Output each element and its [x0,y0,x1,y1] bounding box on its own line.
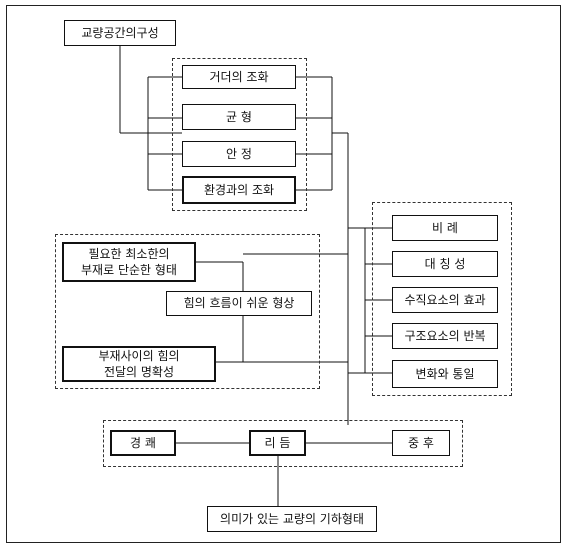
harmony-item: 거더의 조화 [182,65,296,89]
proportion-item: 대 칭 성 [392,251,498,277]
proportion-item: 비 례 [392,215,498,241]
bottom-node: 의미가 있는 교량의 기하형태 [207,506,377,532]
force-transfer-box: 부재사이의 힘의 전달의 명확성 [62,346,216,382]
harmony-item: 안 정 [182,141,296,167]
harmony-item: 균 형 [182,104,296,130]
structure-group [55,234,320,389]
harmony-group [172,58,307,211]
rhythm-group [103,420,463,467]
rhythm-item: 리 듬 [249,430,306,456]
rhythm-item: 중 후 [392,430,450,456]
rhythm-item: 경 쾌 [110,430,176,456]
diagram-frame [6,5,561,543]
harmony-item: 환경과의 조화 [182,176,296,204]
top-node: 교량공간의구성 [64,20,176,46]
force-flow-box: 힘의 흐름이 쉬운 형상 [166,291,312,316]
minimal-member-box: 필요한 최소한의 부재로 단순한 형태 [62,242,196,282]
proportion-group [372,202,512,396]
proportion-item: 구조요소의 반복 [392,323,498,349]
proportion-item: 변화와 통일 [392,360,498,388]
proportion-item: 수직요소의 효과 [392,287,498,313]
